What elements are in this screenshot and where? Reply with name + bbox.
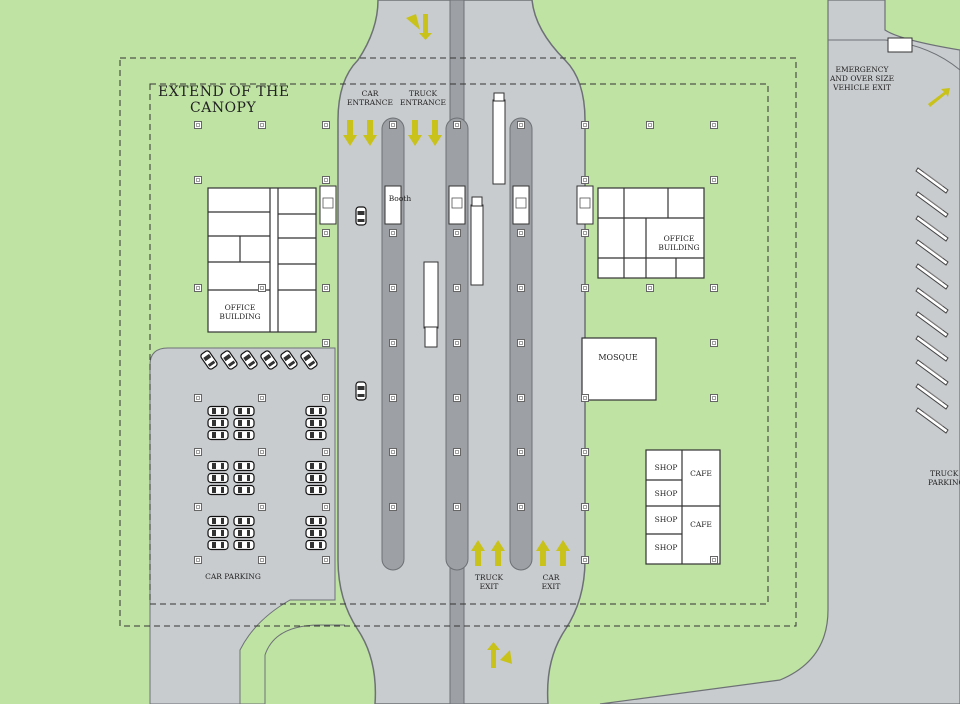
service-road: [599, 0, 960, 704]
truck-entrance-label-2: ENTRANCE: [400, 98, 446, 107]
office-left-label-2: BUILDING: [219, 312, 260, 321]
truck-entrance-label-1: TRUCK: [409, 89, 438, 98]
canopy-outer: [119, 57, 797, 627]
emergency-exit-arrow: [928, 88, 950, 107]
canopy-label-line1: EXTEND OF THE: [158, 84, 290, 100]
car-exit-label-2: EXIT: [542, 582, 561, 591]
toll-booths: [319, 185, 594, 225]
exit-merge-arrow: [487, 642, 512, 668]
entry-split-arrow: [406, 14, 432, 40]
office-building-left: [207, 187, 317, 333]
shops-cafes-building: [645, 449, 721, 565]
office-right-label-2: BUILDING: [658, 243, 699, 252]
mosque-label: MOSQUE: [598, 353, 638, 362]
car-exit-label-1: CAR: [543, 573, 560, 582]
office-left-label-1: OFFICE: [225, 303, 256, 312]
car-parking-label: CAR PARKING: [205, 572, 261, 581]
canopy-label-line2: CANOPY: [190, 100, 256, 116]
booth-label: Booth: [389, 194, 412, 203]
canopy-inner: [149, 83, 769, 605]
car-entrance-label-1: CAR: [362, 89, 379, 98]
truck-exit-label-1: TRUCK: [475, 573, 504, 582]
parking-access-road: [149, 600, 345, 704]
cafe-label-2: CAFE: [690, 520, 712, 529]
emergency-exit-label-2: AND OVER SIZE: [829, 74, 894, 83]
truck-parking-label-1: TRUCK: [930, 469, 959, 478]
cafe-label-1: CAFE: [690, 469, 712, 478]
truck-parking-label-2: PARKING: [928, 478, 960, 487]
emergency-exit-label-1: EMERGENCY: [836, 65, 890, 74]
office-building-right: [597, 187, 705, 279]
vehicles: [355, 92, 506, 401]
shop-label-3: SHOP: [655, 515, 678, 524]
truck-exit-label-2: EXIT: [480, 582, 499, 591]
booth-windows: [322, 197, 591, 209]
office-right-label-1: OFFICE: [664, 234, 695, 243]
shop-label-4: SHOP: [655, 543, 678, 552]
emergency-gate: [887, 37, 913, 53]
service-road-link: [828, 39, 960, 71]
shop-label-1: SHOP: [655, 463, 678, 472]
emergency-exit-label-3: VEHICLE EXIT: [832, 83, 891, 92]
shop-label-2: SHOP: [655, 489, 678, 498]
mosque-building: [581, 337, 657, 401]
car-entrance-label-2: ENTRANCE: [347, 98, 393, 107]
